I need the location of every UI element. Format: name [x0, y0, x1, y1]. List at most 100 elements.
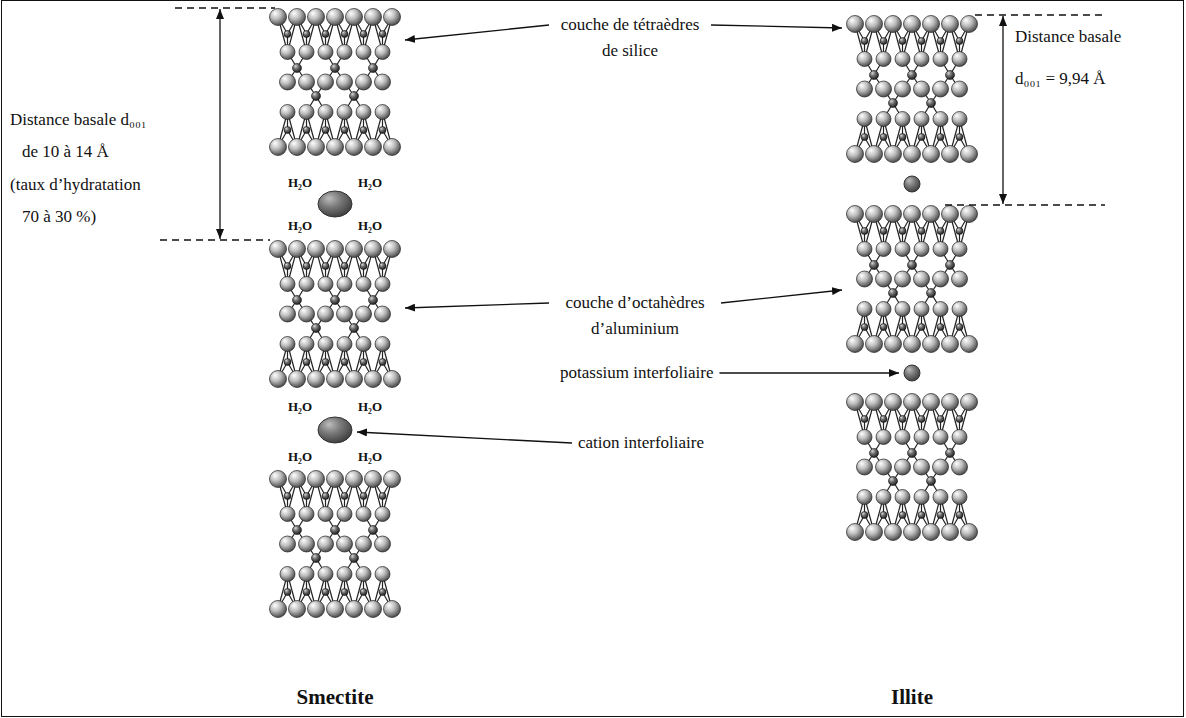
water-label: H₂O	[358, 175, 382, 191]
oxygen-sphere	[346, 601, 363, 618]
cation-sphere	[341, 589, 348, 596]
cation-sphere	[880, 324, 887, 331]
oxygen-sphere	[914, 242, 929, 257]
cation-sphere	[293, 526, 302, 535]
oxygen-sphere	[356, 507, 371, 522]
cation-sphere	[322, 263, 329, 270]
oxygen-sphere	[942, 336, 959, 353]
oxygen-sphere	[866, 206, 883, 223]
cation-sphere	[341, 493, 348, 500]
basal-reference-line	[975, 14, 1105, 16]
cation-sphere	[369, 64, 378, 73]
leader-arrow	[405, 25, 549, 40]
oxygen-sphere	[961, 524, 978, 541]
oxygen-sphere	[337, 277, 352, 292]
basal-distance-label: Distance basale d₀₀₁ de 10 à 14 Å	[10, 104, 162, 168]
cation-sphere	[899, 38, 906, 45]
basal-distance-label: Distance basale d₀₀₁ = 9,94 Å	[1015, 16, 1140, 100]
cation-sphere	[880, 512, 887, 519]
cation-sphere	[889, 289, 898, 298]
oxygen-sphere	[942, 524, 959, 541]
oxygen-sphere	[933, 52, 948, 67]
oxygen-sphere	[318, 105, 333, 120]
oxygen-sphere	[961, 394, 978, 411]
oxygen-sphere	[933, 112, 948, 127]
oxygen-sphere	[308, 371, 325, 388]
oxygen-sphere	[299, 536, 315, 552]
oxygen-sphere	[847, 394, 864, 411]
cation-sphere	[303, 589, 310, 596]
oxygen-sphere	[318, 306, 334, 322]
interlayer-cation	[318, 191, 352, 217]
water-label: H₂O	[288, 449, 312, 465]
cation-sphere	[379, 127, 386, 134]
oxygen-sphere	[933, 430, 948, 445]
oxygen-sphere	[876, 430, 891, 445]
oxygen-sphere	[375, 567, 390, 582]
potassium-ion	[904, 365, 920, 381]
oxygen-sphere	[356, 337, 371, 352]
oxygen-sphere	[847, 146, 864, 163]
cation-sphere	[908, 449, 917, 458]
oxygen-sphere	[327, 241, 344, 258]
cation-sphere	[937, 134, 944, 141]
oxygen-sphere	[270, 139, 287, 156]
oxygen-sphere	[933, 242, 948, 257]
cation-sphere	[331, 526, 340, 535]
cation-sphere	[284, 31, 291, 38]
cation-sphere	[937, 38, 944, 45]
oxygen-sphere	[923, 146, 940, 163]
cation-sphere	[927, 99, 936, 108]
cation-sphere	[312, 554, 321, 563]
oxygen-sphere	[952, 490, 967, 505]
oxygen-sphere	[857, 112, 872, 127]
oxygen-sphere	[289, 601, 306, 618]
cation-sphere	[379, 263, 386, 270]
cation-sphere	[918, 134, 925, 141]
cation-sphere	[918, 324, 925, 331]
oxygen-sphere	[914, 112, 929, 127]
oxygen-sphere	[327, 139, 344, 156]
smectite-layer	[270, 9, 401, 156]
cation-sphere	[880, 416, 887, 423]
oxygen-sphere	[356, 536, 372, 552]
oxygen-sphere	[847, 524, 864, 541]
cation-sphere	[303, 127, 310, 134]
oxygen-sphere	[876, 81, 892, 97]
cation-sphere	[946, 71, 955, 80]
oxygen-sphere	[270, 471, 287, 488]
oxygen-sphere	[299, 74, 315, 90]
cation-sphere	[379, 359, 386, 366]
cation-sphere	[937, 416, 944, 423]
leader-arrow	[711, 25, 842, 28]
oxygen-sphere	[327, 371, 344, 388]
cation-sphere	[899, 228, 906, 235]
oxygen-sphere	[280, 567, 295, 582]
oxygen-sphere	[876, 459, 892, 475]
oxygen-sphere	[904, 336, 921, 353]
oxygen-sphere	[280, 306, 296, 322]
water-label: H₂O	[288, 399, 312, 415]
oxygen-sphere	[923, 206, 940, 223]
cation-sphere	[284, 359, 291, 366]
oxygen-sphere	[327, 601, 344, 618]
oxygen-sphere	[337, 567, 352, 582]
interlayer-cation	[318, 417, 352, 443]
oxygen-sphere	[942, 394, 959, 411]
leader-arrow	[719, 372, 899, 373]
cation-sphere	[880, 38, 887, 45]
oxygen-sphere	[327, 9, 344, 26]
oxygen-sphere	[356, 45, 371, 60]
oxygen-sphere	[308, 9, 325, 26]
illite-layer	[847, 16, 978, 163]
oxygen-sphere	[289, 139, 306, 156]
oxygen-sphere	[857, 490, 872, 505]
oxygen-sphere	[847, 206, 864, 223]
oxygen-sphere	[327, 471, 344, 488]
oxygen-sphere	[280, 507, 295, 522]
oxygen-sphere	[346, 371, 363, 388]
oxygen-sphere	[384, 9, 401, 26]
cation-sphere	[937, 324, 944, 331]
oxygen-sphere	[375, 306, 391, 322]
